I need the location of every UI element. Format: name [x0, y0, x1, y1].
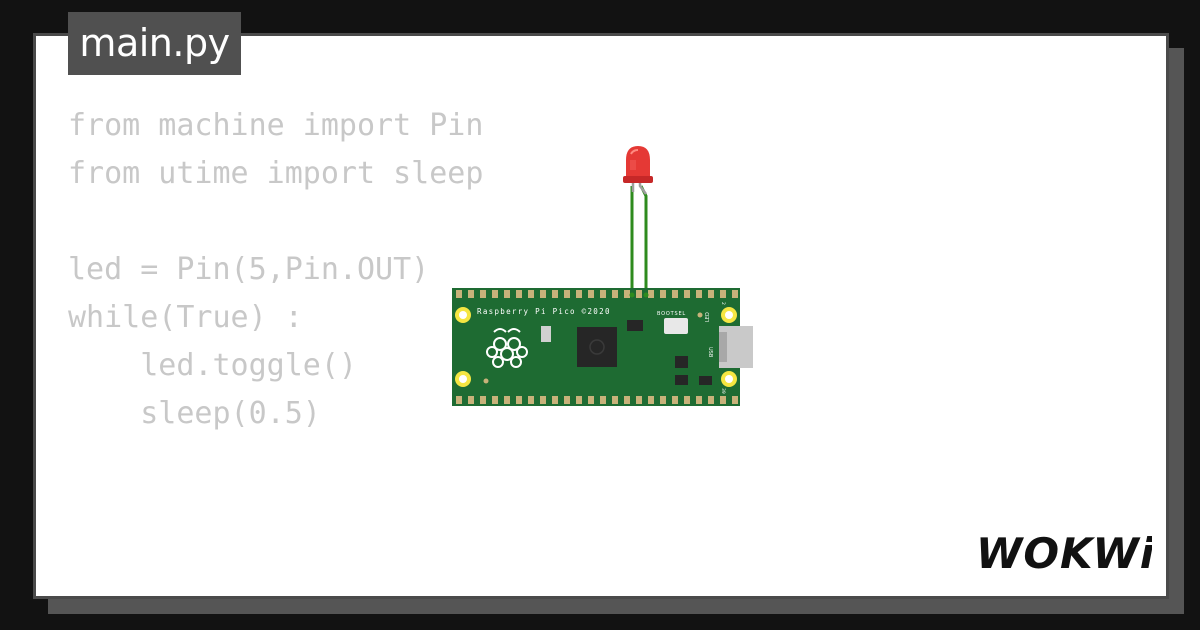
code-line-1: from machine import Pin [68, 108, 484, 143]
code-editor[interactable]: from machine import Pin from utime import… [68, 102, 483, 438]
board-silkscreen-title: Raspberry Pi Pico ©2020 [477, 307, 611, 316]
pin-label-top: 2 [720, 302, 726, 305]
code-line-6: led.toggle() [68, 348, 357, 383]
rp2040-chip [577, 327, 617, 367]
flash-chip [627, 320, 643, 331]
code-line-2: from utime import sleep [68, 156, 484, 191]
red-led[interactable] [623, 146, 653, 195]
raspberry-pi-pico-board[interactable]: Raspberry Pi Pico ©2020 BOOTSEL LED USB … [452, 288, 753, 406]
mounting-holes [455, 307, 737, 387]
usb-connector [719, 326, 753, 368]
bottom-pin-header [456, 396, 738, 404]
code-line-4: led = Pin(5,Pin.OUT) [68, 252, 430, 287]
wokwi-logo-text: WOKWi [976, 529, 1152, 576]
pin-label-bottom: 39 [720, 388, 726, 394]
code-line-5: while(True) : [68, 300, 303, 335]
file-tab-main-py[interactable]: main.py [68, 12, 241, 75]
led-label: LED [705, 312, 711, 322]
wokwi-logo[interactable]: WOKWi [974, 528, 1152, 576]
wire-endpoint-gp5 [643, 292, 649, 298]
usb-label: USB [707, 347, 713, 358]
raspberry-logo-icon [486, 328, 528, 368]
onboard-led [697, 312, 703, 318]
bootsel-label: BOOTSEL [657, 311, 686, 317]
top-pin-header [456, 290, 738, 298]
crystal-component [541, 326, 551, 342]
code-line-7: sleep(0.5) [68, 396, 321, 431]
bootsel-button [664, 318, 688, 334]
led-wires[interactable] [630, 185, 648, 296]
wire-endpoint-gnd [629, 292, 635, 298]
